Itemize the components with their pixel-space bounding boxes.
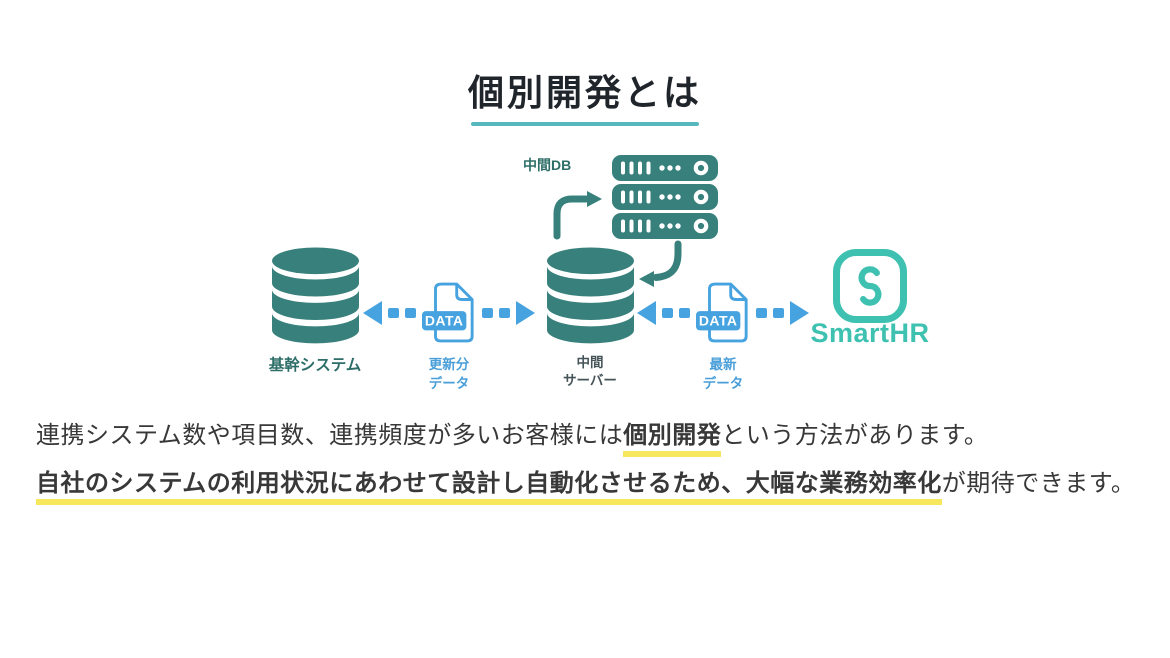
- arrow-dash: [679, 308, 690, 318]
- arrow-dash: [388, 308, 399, 318]
- server-rack-icon: [612, 155, 718, 239]
- description-line-1: 連携システム数や項目数、連携頻度が多いお客様には個別開発という方法があります。: [36, 419, 1135, 457]
- smarthr-logo-icon: [833, 249, 907, 323]
- page-title: 個別開発とは: [467, 72, 702, 113]
- arrow-dash: [773, 308, 784, 318]
- title-block: 個別開発とは: [0, 72, 1170, 127]
- text-regular: が期待できます。: [941, 470, 1136, 497]
- curved-arrow-down-icon: [639, 240, 682, 287]
- arrowhead-right-icon: [516, 301, 535, 325]
- data-flow-middle-to-smarthr: DATA: [637, 282, 809, 344]
- svg-text:DATA: DATA: [699, 313, 738, 329]
- middle-server-label: 中間 サーバー: [563, 355, 617, 389]
- latest-data-label: 最新 データ: [702, 357, 744, 391]
- arrow-dash: [499, 308, 510, 318]
- middle-db-label: 中間DB: [523, 157, 572, 173]
- arrow-dash: [662, 308, 673, 318]
- arrow-dash: [405, 308, 416, 318]
- arrow-dash: [482, 308, 493, 318]
- arrowhead-right-icon: [790, 301, 809, 325]
- svg-text:DATA: DATA: [425, 313, 464, 329]
- core-system-label: 基幹システム: [268, 357, 362, 374]
- data-flow-core-to-middle: DATA: [363, 282, 535, 344]
- middle-server-database-icon: [547, 247, 634, 344]
- title-underline: [471, 122, 699, 127]
- integration-diagram: 中間DB: [0, 140, 1170, 400]
- core-system-database-icon: [272, 247, 359, 344]
- text-regular: 連携システム数や項目数、連携頻度が多いお客様には: [36, 422, 624, 449]
- data-file-icon: DATA: [696, 282, 748, 343]
- update-data-label: 更新分 データ: [428, 357, 470, 391]
- data-file-icon: DATA: [422, 282, 474, 343]
- arrow-dash: [756, 308, 767, 318]
- curved-arrow-up-icon: [553, 191, 602, 240]
- description: 連携システム数や項目数、連携頻度が多いお客様には個別開発という方法があります。 …: [36, 419, 1136, 505]
- arrowhead-left-icon: [637, 301, 656, 325]
- text-highlighted: 個別開発: [623, 422, 722, 457]
- text-regular: という方法があります。: [721, 422, 989, 449]
- smarthr-logo-text: SmartHR: [810, 318, 930, 348]
- text-highlighted: 自社のシステムの利用状況にあわせて設計し自動化させるため、大幅な業務効率化: [36, 470, 942, 505]
- arrowhead-left-icon: [363, 301, 382, 325]
- description-line-2: 自社のシステムの利用状況にあわせて設計し自動化させるため、大幅な業務効率化が期待…: [36, 467, 1136, 505]
